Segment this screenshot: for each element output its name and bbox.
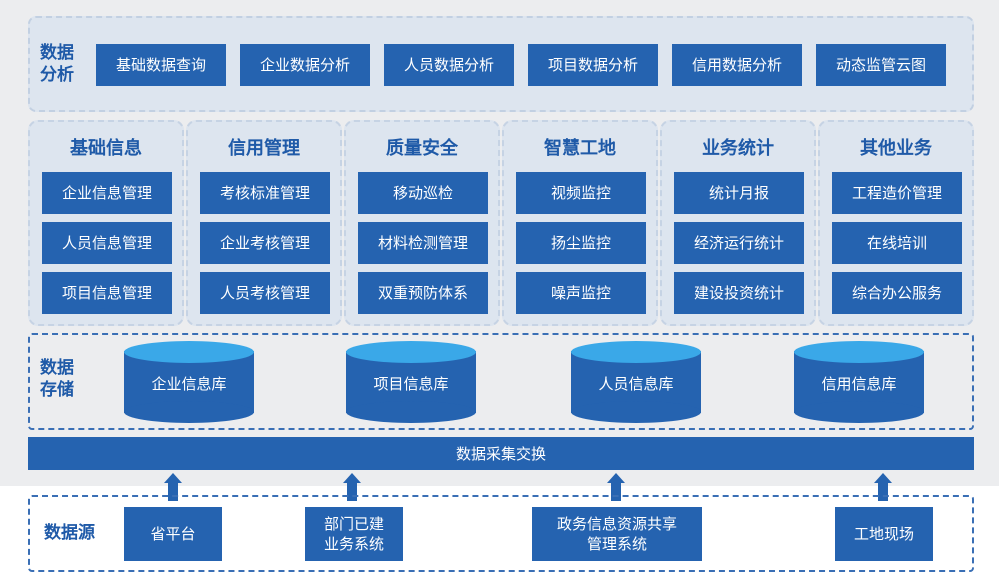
database-icon[interactable]: 人员信息库 xyxy=(571,341,701,423)
analysis-item-project[interactable]: 项目数据分析 xyxy=(528,44,658,86)
module-item[interactable]: 噪声监控 xyxy=(516,272,646,314)
module-item[interactable]: 人员考核管理 xyxy=(200,272,330,314)
module-item[interactable]: 企业信息管理 xyxy=(42,172,172,214)
source-item-provincial-platform[interactable]: 省平台 xyxy=(124,507,222,561)
source-item-department-systems[interactable]: 部门已建 业务系统 xyxy=(305,507,403,561)
module-item[interactable]: 经济运行统计 xyxy=(674,222,804,264)
module-title: 信用管理 xyxy=(228,138,300,159)
database-label: 项目信息库 xyxy=(373,375,449,393)
arrow-up-icon xyxy=(164,473,182,501)
module-item[interactable]: 人员信息管理 xyxy=(42,222,172,264)
module-item[interactable]: 工程造价管理 xyxy=(832,172,962,214)
arrow-up-icon xyxy=(874,473,892,501)
module-title: 基础信息 xyxy=(70,138,142,159)
analysis-item-personnel[interactable]: 人员数据分析 xyxy=(384,44,514,86)
module-item[interactable]: 综合办公服务 xyxy=(832,272,962,314)
source-item-gov-sharing-system[interactable]: 政务信息资源共享 管理系统 xyxy=(532,507,702,561)
module-item[interactable]: 考核标准管理 xyxy=(200,172,330,214)
module-item[interactable]: 项目信息管理 xyxy=(42,272,172,314)
module-business-stats: 业务统计 统计月报 经济运行统计 建设投资统计 xyxy=(660,120,816,326)
module-item[interactable]: 双重预防体系 xyxy=(358,272,488,314)
module-other-business: 其他业务 工程造价管理 在线培训 综合办公服务 xyxy=(818,120,974,326)
database-icon[interactable]: 信用信息库 xyxy=(794,341,924,423)
database-label: 信用信息库 xyxy=(821,375,897,393)
analysis-item-basic-query[interactable]: 基础数据查询 xyxy=(96,44,226,86)
module-item[interactable]: 移动巡检 xyxy=(358,172,488,214)
analysis-item-cloud-map[interactable]: 动态监管云图 xyxy=(816,44,946,86)
arrow-up-icon xyxy=(343,473,361,501)
module-item[interactable]: 建设投资统计 xyxy=(674,272,804,314)
data-storage-panel: 数据 存储 企业信息库 项目信息库 人员信息库 信用信息库 xyxy=(28,333,974,430)
database-icon[interactable]: 项目信息库 xyxy=(346,341,476,423)
module-title: 智慧工地 xyxy=(544,138,616,159)
analysis-item-credit[interactable]: 信用数据分析 xyxy=(672,44,802,86)
module-credit-mgmt: 信用管理 考核标准管理 企业考核管理 人员考核管理 xyxy=(186,120,342,326)
data-analysis-label: 数据 分析 xyxy=(40,43,74,85)
module-title: 质量安全 xyxy=(386,138,458,159)
module-title: 业务统计 xyxy=(702,138,774,159)
arrow-up-icon xyxy=(607,473,625,501)
data-analysis-panel: 数据 分析 基础数据查询 企业数据分析 人员数据分析 项目数据分析 信用数据分析… xyxy=(28,16,974,112)
data-storage-label: 数据 存储 xyxy=(40,358,74,400)
data-source-label: 数据源 xyxy=(44,523,95,543)
database-label: 企业信息库 xyxy=(151,375,227,393)
data-exchange-bar[interactable]: 数据采集交换 xyxy=(28,437,974,470)
module-title: 其他业务 xyxy=(860,138,932,159)
module-item[interactable]: 材料检测管理 xyxy=(358,222,488,264)
module-item[interactable]: 在线培训 xyxy=(832,222,962,264)
analysis-item-enterprise[interactable]: 企业数据分析 xyxy=(240,44,370,86)
module-basic-info: 基础信息 企业信息管理 人员信息管理 项目信息管理 xyxy=(28,120,184,326)
module-quality-safety: 质量安全 移动巡检 材料检测管理 双重预防体系 xyxy=(344,120,500,326)
database-icon[interactable]: 企业信息库 xyxy=(124,341,254,423)
module-item[interactable]: 扬尘监控 xyxy=(516,222,646,264)
database-label: 人员信息库 xyxy=(598,375,674,393)
module-item[interactable]: 视频监控 xyxy=(516,172,646,214)
data-source-panel: 数据源 省平台 部门已建 业务系统 政务信息资源共享 管理系统 工地现场 xyxy=(28,495,974,572)
module-item[interactable]: 统计月报 xyxy=(674,172,804,214)
module-item[interactable]: 企业考核管理 xyxy=(200,222,330,264)
source-item-construction-site[interactable]: 工地现场 xyxy=(835,507,933,561)
module-smart-site: 智慧工地 视频监控 扬尘监控 噪声监控 xyxy=(502,120,658,326)
